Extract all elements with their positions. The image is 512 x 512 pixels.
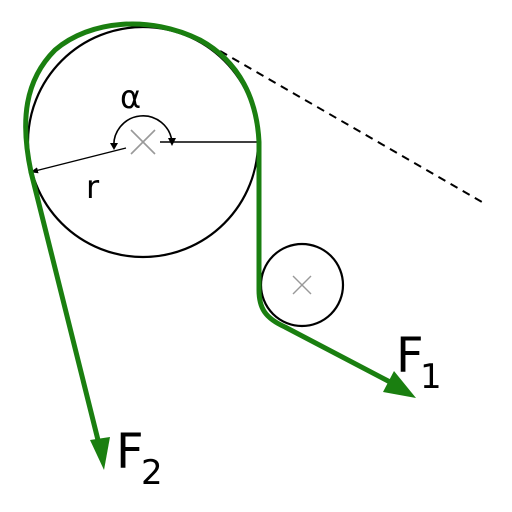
force1-subscript: 1 bbox=[420, 357, 442, 397]
force1-label: F bbox=[396, 328, 424, 384]
angle-arc-arrow-right bbox=[168, 138, 176, 146]
angle-arc bbox=[113, 115, 173, 149]
radius-label: r bbox=[86, 168, 100, 206]
small-pulley-center-icon bbox=[292, 275, 312, 295]
belt-path bbox=[23, 21, 393, 385]
force2-label: F bbox=[116, 424, 144, 480]
tangent-dashed-line bbox=[207, 43, 483, 203]
angle-arc-arrow-left bbox=[110, 143, 118, 150]
force2-line bbox=[28, 169, 103, 451]
large-drum-center-icon bbox=[130, 129, 156, 155]
force2-subscript: 2 bbox=[141, 453, 163, 493]
alpha-label: α bbox=[120, 78, 141, 116]
force1-arrowhead bbox=[383, 371, 416, 398]
radius-arrow bbox=[30, 147, 127, 174]
force2-arrowhead bbox=[90, 437, 110, 470]
